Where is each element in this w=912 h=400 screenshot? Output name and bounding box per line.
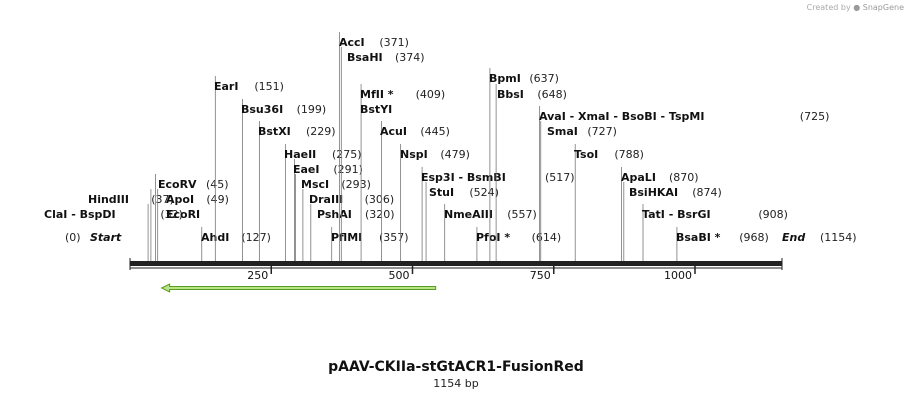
enzyme-name: DraIII: [309, 193, 343, 206]
enzyme-name: BstYI: [360, 103, 392, 116]
enzyme-name: - BspDI: [67, 208, 115, 221]
credit-brand: SnapGene: [862, 3, 904, 12]
enzyme-name: - BsoBI: [610, 110, 657, 123]
credit-prefix: Created by: [806, 3, 851, 12]
enzyme-name: EaeI: [293, 163, 320, 176]
enzyme-name: HaeII: [284, 148, 316, 161]
enzyme-position: (45): [206, 178, 229, 191]
enzyme-name: NspI: [400, 148, 428, 161]
enzyme-position: (637): [529, 72, 559, 85]
sequence-length: 1154 bp: [433, 377, 479, 390]
enzyme-position: (229): [306, 125, 336, 138]
enzyme-name: BsaHI: [347, 51, 383, 64]
enzyme-name: BpmI: [489, 72, 521, 85]
enzyme-position: (557): [507, 208, 537, 221]
ruler-tick-label: 1000: [664, 269, 692, 282]
enzyme-position: (374): [395, 51, 425, 64]
dna-backbone: [130, 261, 782, 266]
enzyme-position: (357): [379, 231, 409, 244]
enzyme-name: ApaLI: [621, 171, 656, 184]
enzyme-name: AcuI: [380, 125, 407, 138]
enzyme-name: PfoI *: [476, 231, 510, 244]
enzyme-position: (127): [241, 231, 271, 244]
enzyme-position: (517): [545, 171, 575, 184]
ruler-tick-label: 500: [388, 269, 409, 282]
enzyme-name: ClaI: [44, 208, 67, 221]
snapgene-logo-icon: ●: [853, 3, 861, 12]
snapgene-credit: Created by ● SnapGene: [807, 3, 904, 12]
enzyme-name-group: Esp3I - BsmBI: [421, 171, 506, 184]
enzyme-position: (409): [416, 88, 446, 101]
enzyme-position: (151): [254, 80, 284, 93]
enzyme-name: AvaI: [539, 110, 566, 123]
enzyme-name: NmeAIII: [444, 208, 493, 221]
enzyme-position: (445): [420, 125, 450, 138]
end-position: (1154): [820, 231, 857, 244]
enzyme-position: (788): [614, 148, 644, 161]
enzyme-name: - BsmBI: [455, 171, 506, 184]
enzyme-name: MfII *: [360, 88, 394, 101]
enzyme-name: MscI: [301, 178, 329, 191]
enzyme-name: TatI: [642, 208, 665, 221]
enzyme-position: (727): [587, 125, 617, 138]
enzyme-position: (37): [151, 193, 174, 206]
enzyme-position: (275): [332, 148, 362, 161]
enzyme-name: - XmaI: [566, 110, 610, 123]
enzyme-name: Bsu36I: [241, 103, 283, 116]
ruler-tick-label: 250: [247, 269, 268, 282]
enzyme-position: (32): [160, 208, 183, 221]
enzyme-name: - BsrGI: [665, 208, 711, 221]
sequence-title: pAAV-CKIIa-stGtACR1-FusionRed: [328, 359, 584, 375]
enzyme-position: (908): [758, 208, 788, 221]
enzyme-name: PshAI: [317, 208, 352, 221]
feature-arrow: [160, 283, 437, 293]
end-label: End: [782, 231, 805, 244]
enzyme-name: EcoRV: [158, 178, 197, 191]
enzyme-name: SmaI: [547, 125, 578, 138]
enzyme-name: TsoI: [574, 148, 598, 161]
enzyme-name: EcoRI: [166, 208, 200, 221]
enzyme-position: (293): [341, 178, 371, 191]
enzyme-name: BstXI: [258, 125, 291, 138]
ruler-tick-label: 750: [530, 269, 551, 282]
enzyme-position: (648): [537, 88, 567, 101]
enzyme-name-group: AvaI - XmaI - BsoBI - TspMI: [539, 110, 704, 123]
enzyme-position: (614): [532, 231, 562, 244]
enzyme-position: (291): [333, 163, 363, 176]
enzyme-position: (874): [692, 186, 722, 199]
start-position: (0): [65, 231, 81, 244]
enzyme-position: (968): [739, 231, 769, 244]
enzyme-position: (479): [440, 148, 470, 161]
enzyme-position: (870): [669, 171, 699, 184]
enzyme-position: (725): [800, 110, 830, 123]
enzyme-name-group: TatI - BsrGI: [642, 208, 711, 221]
enzyme-name: BsiHKAI: [629, 186, 678, 199]
enzyme-position: (320): [365, 208, 395, 221]
enzyme-position: (306): [365, 193, 395, 206]
enzyme-name: ApoI: [166, 193, 194, 206]
enzyme-name: Esp3I: [421, 171, 455, 184]
enzyme-position: (371): [379, 36, 409, 49]
enzyme-name: AccI: [339, 36, 365, 49]
enzyme-name: BbsI: [497, 88, 524, 101]
enzyme-position: (199): [297, 103, 327, 116]
enzyme-name: HindIII: [88, 193, 129, 206]
start-label: Start: [90, 231, 122, 244]
enzyme-name: StuI: [429, 186, 454, 199]
enzyme-name: PflMI: [331, 231, 362, 244]
enzyme-name: EarI: [214, 80, 238, 93]
enzyme-position: (524): [469, 186, 499, 199]
enzyme-position: (49): [206, 193, 229, 206]
sequence-map: 250 500 750 1000 ClaI - BspDI (32) HindIII (37)…: [44, 32, 857, 293]
enzyme-name-group: ClaI - BspDI: [44, 208, 116, 221]
enzyme-name: - TspMI: [657, 110, 705, 123]
enzyme-name: BsaBI *: [676, 231, 721, 244]
